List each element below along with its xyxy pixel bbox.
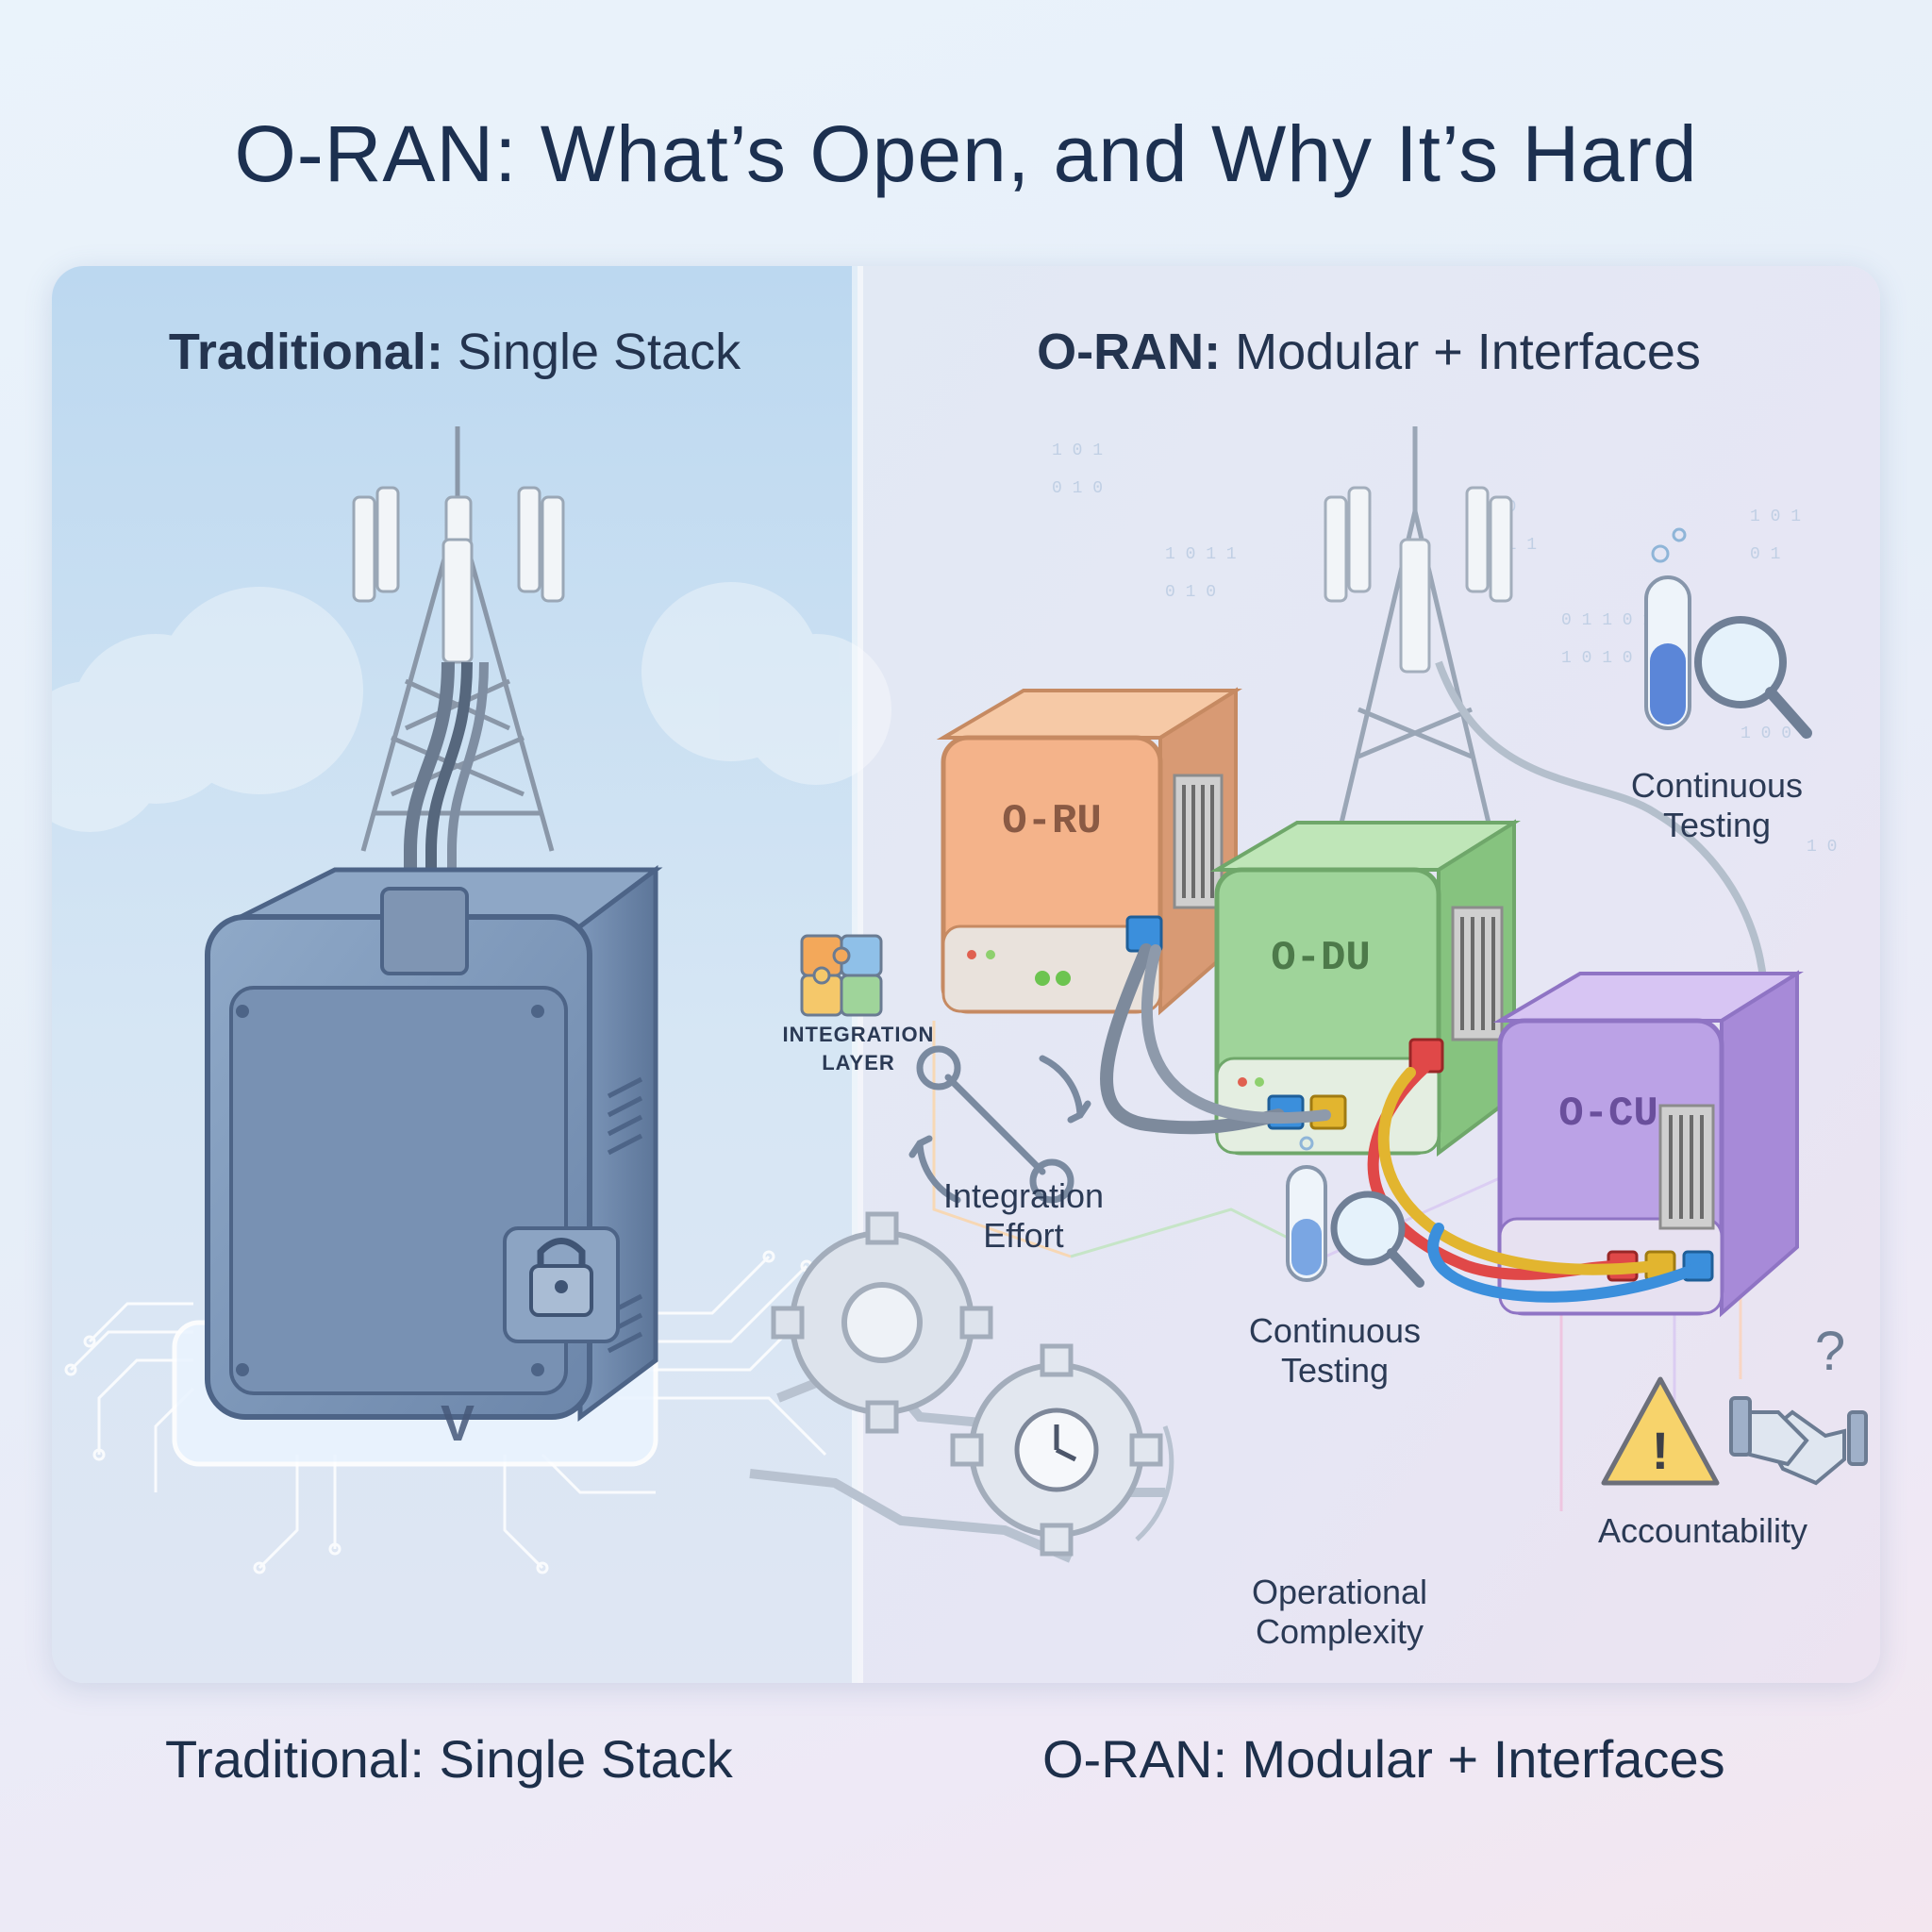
svg-text:1 0 1: 1 0 1 xyxy=(1750,508,1801,526)
svg-text:0 1 0: 0 1 0 xyxy=(1052,479,1103,498)
o-cu-module-icon xyxy=(1492,970,1804,1318)
continuous-testing-label-top: Continuous Testing xyxy=(1630,766,1804,844)
svg-text:1 0: 1 0 xyxy=(1807,838,1837,857)
accountability-label: Accountability xyxy=(1597,1511,1808,1550)
right-header-bold: O-RAN: xyxy=(1037,324,1222,380)
cloud-decoration xyxy=(52,582,891,832)
o-du-label: O-DU xyxy=(1271,935,1371,982)
svg-text:0 1 1 0 1: 0 1 1 0 1 xyxy=(1561,611,1653,630)
o-du-module-icon xyxy=(1209,819,1521,1157)
continuous-testing-label-mid: Continuous Testing xyxy=(1248,1311,1422,1390)
puzzle-icon xyxy=(800,934,883,1017)
cell-tower-icon xyxy=(352,426,565,879)
warning-icon: ! xyxy=(1601,1376,1720,1486)
comparison-panel: V 1 0 1 0 1 0 1 0 1 1 0 1 0 1 0 0 1 1 0 1 1… xyxy=(52,266,1880,1683)
test-tube-magnifier-icon-top xyxy=(1644,527,1812,739)
o-ru-module-icon xyxy=(936,687,1242,1016)
brand-logo: V xyxy=(441,1395,475,1452)
svg-text:1 0 0 1: 1 0 0 1 xyxy=(1740,724,1812,743)
svg-text:1 0 1: 1 0 1 xyxy=(1052,441,1103,460)
handshake-icon xyxy=(1729,1396,1868,1486)
question-mark-icon: ? xyxy=(1815,1321,1845,1382)
o-cu-label: O-CU xyxy=(1558,1091,1658,1138)
page-title: O-RAN: What’s Open, and Why It’s Hard xyxy=(234,109,1698,198)
warning-mark: ! xyxy=(1652,1421,1670,1480)
test-tube-magnifier-icon-mid xyxy=(1286,1136,1424,1288)
svg-text:1 0 1 1: 1 0 1 1 xyxy=(1165,545,1237,564)
operational-complexity-label: Operational Complexity xyxy=(1251,1573,1428,1651)
right-caption: O-RAN: Modular + Interfaces xyxy=(1042,1729,1725,1789)
monolithic-box-icon xyxy=(205,865,663,1422)
o-ru-label: O-RU xyxy=(1002,798,1102,845)
ethernet-cables xyxy=(1100,943,1704,1303)
integration-layer-label: INTEGRATION LAYER xyxy=(782,1023,935,1074)
illustration-canvas: V 1 0 1 0 1 0 1 0 1 1 0 1 0 1 0 0 1 1 0 1 1… xyxy=(52,266,1880,1683)
wrench-cycle-icon xyxy=(908,1045,1091,1204)
right-panel-header: O-RAN: Modular + Interfaces xyxy=(858,323,1880,381)
right-header-rest: Modular + Interfaces xyxy=(1221,324,1701,380)
left-caption: Traditional: Single Stack xyxy=(165,1729,733,1789)
left-header-bold: Traditional: xyxy=(168,324,443,380)
gears-clock-icon xyxy=(749,1211,1174,1563)
svg-text:0 1: 0 1 xyxy=(1750,545,1780,564)
svg-text:1 0 1 0: 1 0 1 0 xyxy=(1561,649,1633,668)
padlock-icon xyxy=(503,1226,620,1343)
svg-text:0 1 0: 0 1 0 xyxy=(1165,583,1216,602)
left-panel-header: Traditional: Single Stack xyxy=(52,323,858,381)
left-header-rest: Single Stack xyxy=(442,324,741,380)
integration-effort-label: Integration Effort xyxy=(942,1176,1105,1255)
